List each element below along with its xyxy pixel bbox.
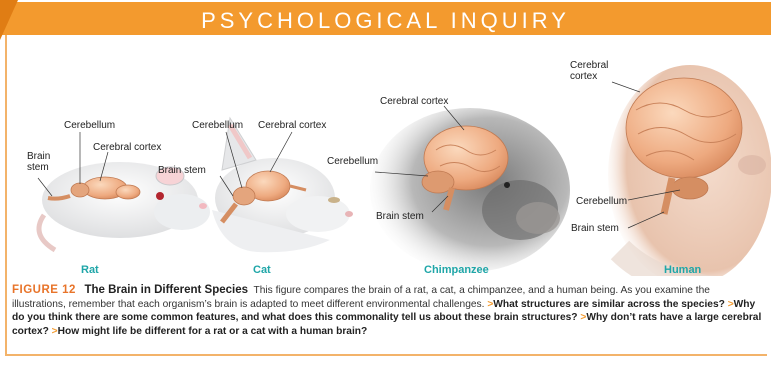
question-4: How might life be different for a rat or… (58, 326, 368, 337)
species-label-rat: Rat (81, 264, 99, 276)
rat-brain-stem-label-line1: Brain (27, 151, 50, 162)
cat-cerebral-cortex-label: Cerebral cortex (258, 120, 326, 131)
chimpanzee-cerebral-cortex-label: Cerebral cortex (380, 96, 448, 107)
rat-brain-stem-label-line2: stem (27, 162, 49, 173)
chimpanzee-cerebellum-label: Cerebellum (327, 156, 378, 167)
figure-caption: FIGURE 12 The Brain in Different Species… (12, 284, 764, 338)
human-cerebellum-label: Cerebellum (576, 196, 627, 207)
rat-cerebral-cortex-label: Cerebral cortex (93, 142, 161, 153)
species-label-cat: Cat (253, 264, 271, 276)
figure-number: FIGURE 12 (12, 284, 76, 296)
human-cerebral-cortex-label-line2: cortex (570, 71, 597, 82)
species-label-chimpanzee: Chimpanzee (424, 264, 489, 276)
cat-brain-stem-label: Brain stem (158, 165, 206, 176)
cat-cerebellum-label: Cerebellum (192, 120, 243, 131)
figure-title: The Brain in Different Species (84, 284, 248, 296)
question-1: What structures are similar across the s… (493, 299, 725, 310)
brain-illustrations (0, 36, 771, 276)
rat-cerebellum-label: Cerebellum (64, 120, 115, 131)
human-brain-stem-label: Brain stem (571, 223, 619, 234)
chimpanzee-brain-stem-label: Brain stem (376, 211, 424, 222)
species-label-human: Human (664, 264, 701, 276)
banner: PSYCHOLOGICAL INQUIRY (0, 0, 771, 40)
banner-title: PSYCHOLOGICAL INQUIRY (0, 8, 771, 34)
human-cerebral-cortex-label-line1: Cerebral (570, 60, 608, 71)
box-border-bottom (5, 354, 767, 356)
